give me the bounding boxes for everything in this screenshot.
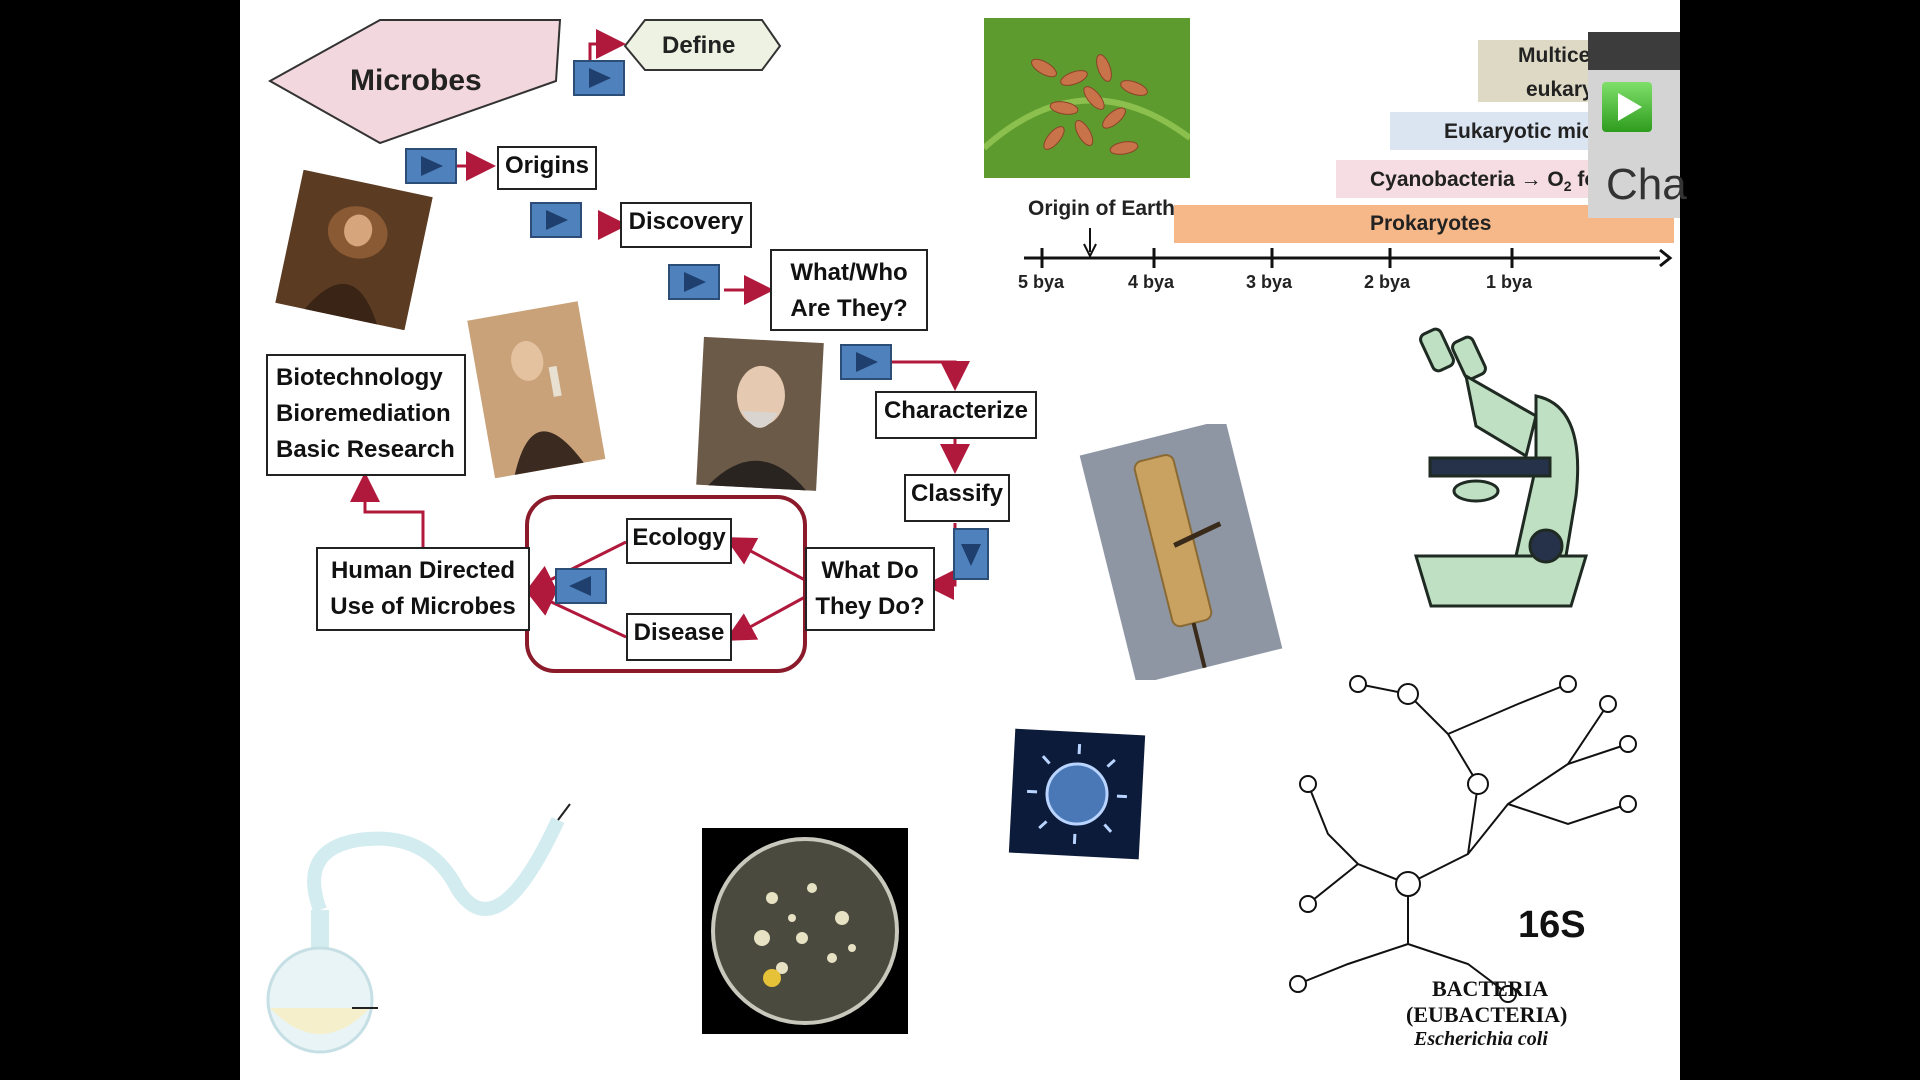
escherichia-coli-label: Escherichia coli — [1414, 1028, 1548, 1050]
eukaryotic-label: Eukaryotic micro — [1444, 120, 1615, 143]
ecology-label: Ecology — [632, 524, 726, 551]
nav-button-human-use[interactable] — [555, 568, 607, 604]
virus-image — [1008, 728, 1146, 860]
what-do-box[interactable]: What Do They Do? — [805, 547, 935, 631]
koch-portrait — [696, 336, 824, 491]
tick-5bya: 5 bya — [1018, 272, 1065, 292]
human-use-box[interactable]: Human Directed Use of Microbes — [316, 547, 530, 631]
ecology-box[interactable]: Ecology — [626, 518, 732, 564]
petri-dish-photo — [702, 828, 908, 1034]
tick-4bya: 4 bya — [1128, 272, 1175, 292]
microbes-shape — [267, 19, 562, 145]
nav-button-characterize[interactable] — [840, 344, 892, 380]
discovery-box[interactable]: Discovery — [620, 202, 752, 248]
nav-button-what-do[interactable] — [953, 528, 989, 580]
16s-label: 16S — [1518, 904, 1586, 946]
cyanobacteria-subscript: 2 — [1563, 178, 1572, 195]
define-label[interactable]: Define — [662, 32, 736, 59]
what-who-line1: What/Who — [790, 259, 908, 286]
application-basic-research: Basic Research — [276, 436, 455, 463]
what-who-box[interactable]: What/Who Are They? — [770, 249, 928, 331]
what-do-line2: They Do? — [815, 593, 925, 620]
what-do-line1: What Do — [821, 557, 919, 584]
human-use-line1: Human Directed — [330, 557, 516, 584]
characterize-box[interactable]: Characterize — [875, 391, 1037, 439]
compound-microscope-drawing — [1413, 327, 1589, 608]
classify-box[interactable]: Classify — [904, 474, 1010, 522]
cyanobacteria-text: Cyanobacteria → O — [1370, 168, 1564, 191]
side-panel-text[interactable]: Cha — [1606, 160, 1687, 209]
bacteria-label: BACTERIA — [1432, 976, 1549, 1001]
origin-of-earth-label: Origin of Earth — [1028, 197, 1175, 220]
classify-label: Classify — [910, 480, 1004, 507]
16s-rrna-structure — [1289, 675, 1637, 1003]
nav-button-discovery[interactable] — [530, 202, 582, 238]
cyanobacteria-label: Cyanobacteria → O2 form — [1370, 168, 1624, 194]
prokaryotes-label: Prokaryotes — [1370, 212, 1492, 235]
tick-2bya: 2 bya — [1364, 272, 1411, 292]
tick-3bya: 3 bya — [1246, 272, 1293, 292]
swan-neck-flask — [266, 803, 571, 1054]
human-use-line2: Use of Microbes — [330, 593, 516, 620]
applications-box[interactable]: Biotechnology Bioremediation Basic Resea… — [266, 354, 466, 476]
disease-box[interactable]: Disease — [626, 613, 732, 661]
microbes-label[interactable]: Microbes — [350, 64, 482, 97]
define-shape — [623, 19, 782, 71]
side-panel: Cha — [1588, 32, 1687, 218]
pasteur-portrait — [467, 301, 606, 478]
application-biotechnology: Biotechnology — [276, 364, 443, 391]
multicellular-label-1: Multicel — [1518, 44, 1597, 67]
application-bioremediation: Bioremediation — [276, 400, 451, 427]
play-icon[interactable] — [1602, 82, 1652, 132]
origins-label: Origins — [504, 152, 589, 179]
bar-eukaryotic — [1390, 112, 1588, 150]
tick-1bya: 1 bya — [1486, 272, 1533, 292]
discovery-label: Discovery — [628, 208, 744, 235]
nav-button-origins[interactable] — [405, 148, 457, 184]
slide: Microbes Define Origins Discovery What/W… — [240, 0, 1680, 1080]
nav-button-what-who[interactable] — [668, 264, 720, 300]
origins-box[interactable]: Origins — [497, 146, 597, 190]
side-panel-header — [1588, 32, 1680, 70]
characterize-label: Characterize — [883, 397, 1029, 424]
bar-multicellular — [1478, 40, 1588, 102]
bacteria-photo — [984, 18, 1190, 178]
early-microscope-photo — [1079, 424, 1283, 680]
bar-cyanobacteria — [1336, 160, 1588, 198]
leeuwenhoek-portrait — [275, 170, 433, 330]
nav-button-define[interactable] — [573, 60, 625, 96]
eubacteria-label: (EUBACTERIA) — [1406, 1002, 1568, 1027]
disease-label: Disease — [633, 619, 725, 646]
multicellular-label-2: eukary — [1526, 78, 1594, 101]
timeline-canvas — [1024, 40, 1674, 268]
what-who-line2: Are They? — [790, 295, 908, 322]
